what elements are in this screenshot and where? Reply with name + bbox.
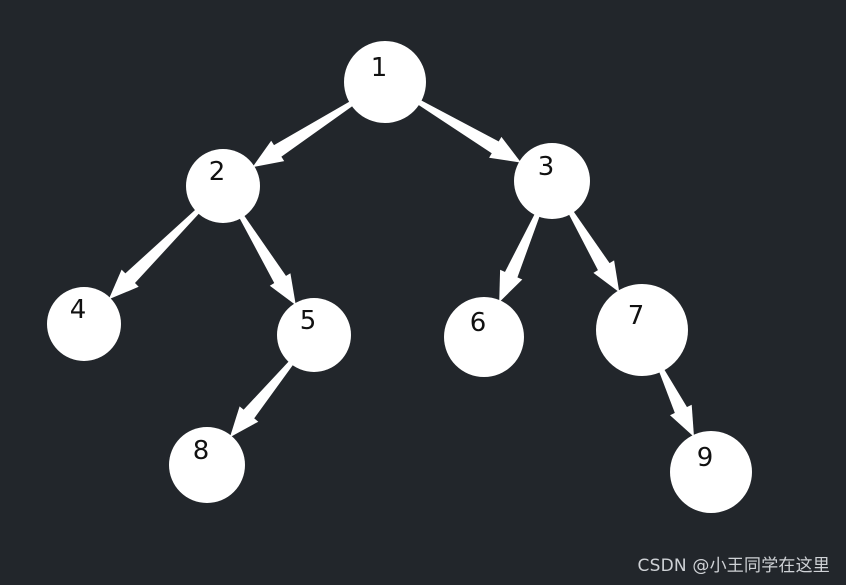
- arrowhead-icon: [670, 404, 694, 437]
- arrowhead-icon: [593, 260, 620, 293]
- node-label: 7: [628, 301, 645, 331]
- edge-n1-n2: [252, 99, 356, 168]
- tree-node-3: 3: [514, 143, 590, 219]
- node-circle: [169, 427, 245, 503]
- tree-node-6: 6: [444, 297, 524, 377]
- edge-shaft: [271, 99, 356, 159]
- edge-shaft: [658, 366, 689, 416]
- arrowhead-icon: [489, 136, 521, 163]
- arrowhead-icon: [252, 140, 285, 168]
- tree-node-5: 5: [277, 298, 351, 372]
- node-label: 4: [70, 295, 87, 325]
- node-label: 8: [193, 436, 210, 466]
- edge-n7-n9: [658, 366, 694, 437]
- tree-node-1: 1: [344, 41, 426, 123]
- node-label: 1: [371, 53, 388, 83]
- node-circle: [277, 298, 351, 372]
- edge-shaft: [123, 207, 202, 286]
- node-circle: [47, 287, 121, 361]
- node-label: 5: [300, 306, 317, 336]
- edge-n3-n7: [567, 208, 620, 293]
- node-label: 9: [697, 443, 714, 473]
- tree-node-4: 4: [47, 287, 121, 361]
- node-circle: [670, 431, 752, 513]
- tree-node-7: 7: [596, 284, 688, 376]
- edge-n3-n6: [499, 211, 541, 303]
- node-circle: [444, 297, 524, 377]
- edge-shaft: [241, 358, 295, 421]
- node-label: 3: [538, 152, 555, 182]
- tree-node-2: 2: [186, 149, 260, 223]
- node-label: 2: [209, 157, 226, 187]
- edge-n5-n8: [229, 358, 295, 438]
- edge-shaft: [238, 212, 288, 286]
- arrowhead-icon: [108, 269, 139, 300]
- edge-shaft: [415, 98, 502, 155]
- node-circle: [344, 41, 426, 123]
- nodes-layer: 1 2 3 4 5 6 7 8 9: [47, 41, 752, 513]
- watermark-text: CSDN @小王同学在这里: [637, 556, 830, 576]
- edge-n2-n4: [108, 207, 202, 300]
- edges-layer: [108, 98, 694, 438]
- tree-node-8: 8: [169, 427, 245, 503]
- edge-shaft: [503, 211, 541, 281]
- node-label: 6: [470, 308, 487, 338]
- arrowhead-icon: [229, 406, 259, 438]
- node-circle: [186, 149, 260, 223]
- tree-node-9: 9: [670, 431, 752, 513]
- node-circle: [596, 284, 688, 376]
- node-circle: [514, 143, 590, 219]
- arrowhead-icon: [499, 269, 523, 303]
- arrowhead-icon: [269, 273, 296, 306]
- edge-n2-n5: [238, 212, 296, 306]
- edge-n1-n3: [415, 98, 521, 163]
- edge-shaft: [567, 208, 612, 273]
